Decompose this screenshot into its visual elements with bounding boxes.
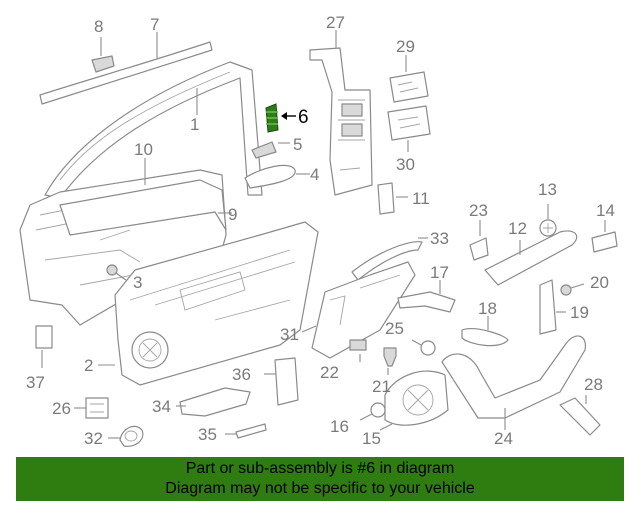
part-20-screw bbox=[560, 283, 585, 296]
part-27-switch-assembly bbox=[309, 30, 373, 196]
part-17-bracket bbox=[397, 280, 456, 313]
part-2-door-trim-panel bbox=[98, 221, 319, 386]
callout-17: 17 bbox=[430, 263, 449, 282]
callout-31: 31 bbox=[280, 325, 299, 344]
part-30-switch bbox=[387, 105, 431, 152]
part-33-trim-strip bbox=[351, 237, 428, 281]
callout-1: 1 bbox=[190, 115, 199, 134]
callout-23: 23 bbox=[469, 201, 488, 220]
callout-7: 7 bbox=[150, 15, 159, 34]
part-29-switch bbox=[389, 55, 429, 103]
part-36-plate bbox=[264, 357, 299, 406]
callout-28: 28 bbox=[584, 375, 603, 394]
callout-4: 4 bbox=[310, 165, 319, 184]
part-6-highlighted bbox=[265, 103, 296, 133]
callout-11: 11 bbox=[412, 189, 430, 208]
callout-25: 25 bbox=[385, 319, 404, 338]
part-23-cap bbox=[469, 220, 489, 261]
part-11-cap bbox=[377, 182, 408, 215]
callout-33: 33 bbox=[430, 229, 449, 248]
callout-6: 6 bbox=[298, 107, 309, 128]
part-37-clip bbox=[35, 325, 53, 368]
part-32-ring bbox=[108, 425, 144, 447]
part-5-clip bbox=[251, 141, 290, 159]
part-18-handle bbox=[461, 316, 509, 347]
callout-36: 36 bbox=[232, 365, 251, 384]
callout-30: 30 bbox=[396, 155, 415, 174]
callout-29: 29 bbox=[396, 37, 415, 56]
parts-diagram: 8 7 1 27 29 6 5 30 10 4 11 13 9 23 14 12… bbox=[19, 13, 618, 448]
callout-3: 3 bbox=[133, 273, 142, 292]
part-13-cap bbox=[539, 204, 557, 237]
part-8-clip bbox=[91, 37, 115, 73]
callout-14: 14 bbox=[596, 201, 615, 220]
part-19-bracket bbox=[539, 279, 566, 335]
part-22-clip bbox=[349, 339, 367, 362]
part-31-armrest-panel bbox=[301, 261, 416, 359]
callout-27: 27 bbox=[326, 13, 345, 32]
part-26-switch bbox=[74, 397, 109, 419]
callout-9: 9 bbox=[228, 205, 237, 224]
callout-12: 12 bbox=[508, 219, 527, 238]
callout-26: 26 bbox=[52, 399, 71, 418]
callout-34: 34 bbox=[152, 397, 171, 416]
callout-35: 35 bbox=[198, 425, 217, 444]
part-info-banner: Part or sub-assembly is #6 in diagram Di… bbox=[16, 457, 624, 501]
part-3-screw bbox=[106, 264, 127, 281]
callout-8: 8 bbox=[94, 17, 103, 36]
callout-2: 2 bbox=[84, 356, 93, 375]
part-34-handle-bracket bbox=[176, 387, 251, 417]
part-35-rod bbox=[225, 423, 267, 439]
callout-18: 18 bbox=[478, 299, 497, 318]
callout-24: 24 bbox=[494, 429, 513, 448]
callout-15: 15 bbox=[362, 429, 381, 448]
part-4-inner-handle bbox=[244, 164, 310, 189]
part-25-clip bbox=[411, 339, 436, 356]
part-1-window-frame bbox=[44, 61, 263, 199]
part-12-handle-cover bbox=[484, 230, 578, 286]
callout-37: 37 bbox=[26, 373, 45, 392]
callout-32: 32 bbox=[84, 429, 103, 448]
part-28-cover bbox=[559, 395, 601, 436]
part-24-armrest bbox=[441, 335, 587, 430]
callout-5: 5 bbox=[293, 135, 302, 154]
part-16-plug bbox=[359, 402, 386, 421]
callout-20: 20 bbox=[590, 273, 609, 292]
part-15-speaker-grille bbox=[379, 370, 449, 431]
callout-21: 21 bbox=[372, 377, 391, 396]
part-9-door-shell-outer bbox=[59, 179, 232, 236]
banner-line-disclaimer: Diagram may not be specific to your vehi… bbox=[165, 480, 475, 497]
callout-16: 16 bbox=[330, 417, 349, 436]
callout-22: 22 bbox=[320, 363, 339, 382]
callout-13: 13 bbox=[538, 180, 557, 199]
part-21-screw bbox=[383, 347, 397, 375]
callout-10: 10 bbox=[134, 140, 153, 159]
banner-line-part: Part or sub-assembly is #6 in diagram bbox=[185, 460, 455, 477]
part-14-badge bbox=[591, 220, 618, 253]
callout-19: 19 bbox=[570, 303, 589, 322]
part-7-window-trim bbox=[39, 32, 213, 105]
